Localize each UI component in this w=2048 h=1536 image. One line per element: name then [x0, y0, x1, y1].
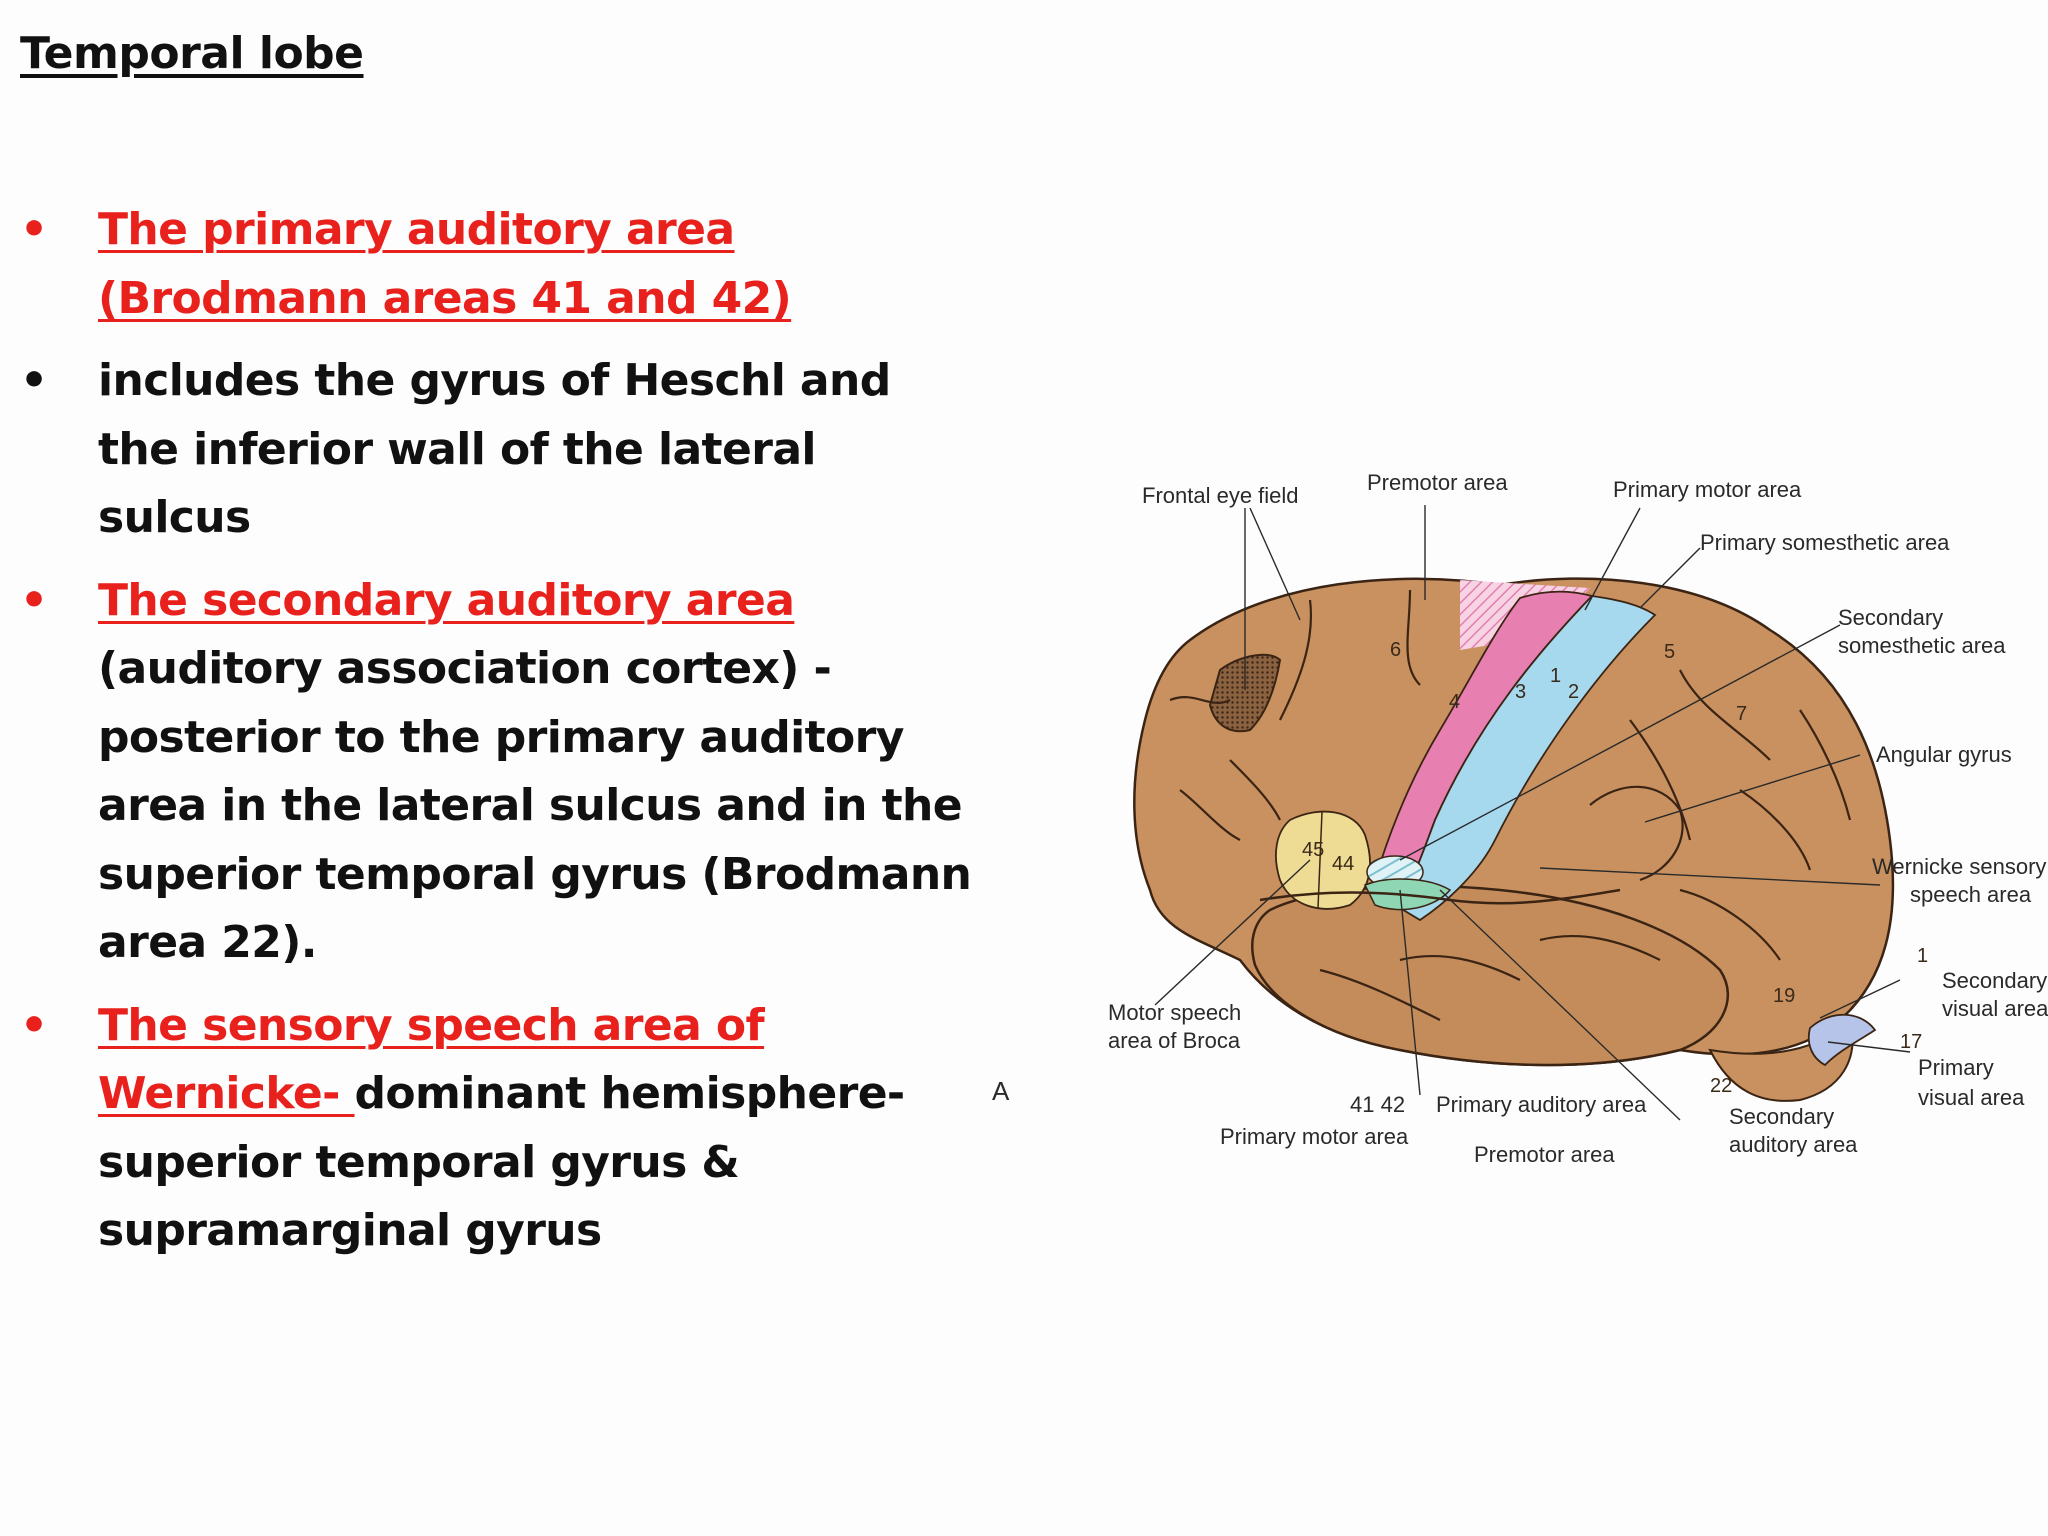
- label-angular-gyrus: Angular gyrus: [1876, 742, 2012, 767]
- area-number-45: 45: [1302, 839, 1324, 861]
- bullet-dot: •: [20, 574, 48, 626]
- bullet-dot: •: [20, 999, 48, 1051]
- area-number-19: 19: [1773, 985, 1795, 1007]
- area-number-4: 4: [1449, 691, 1460, 713]
- bullet-list: • The primary auditory area (Brodmann ar…: [20, 196, 980, 1280]
- area-number-1b: 1: [1917, 945, 1928, 967]
- label-primary-somesthetic-area: Primary somesthetic area: [1700, 530, 1950, 555]
- bullet-secondary-auditory: • The secondary auditory area (auditory …: [20, 567, 980, 978]
- bullet-heschl: • includes the gyrus of Heschl and the i…: [20, 347, 980, 553]
- label-secondary-visual-2: visual area: [1942, 996, 2048, 1021]
- broca-divider: [1317, 811, 1323, 909]
- brain-diagram-svg: 6 4 3 1 2 5 7 45 44 19 22 1 17 Frontal e…: [992, 470, 2048, 1167]
- label-figure-letter: A: [992, 1076, 1010, 1106]
- label-primary-auditory-area: Primary auditory area: [1436, 1092, 1647, 1117]
- bullet-heschl-text: includes the gyrus of Heschl and the inf…: [98, 355, 891, 543]
- label-wernicke-1: Wernicke sensory: [1872, 854, 2046, 879]
- label-secondary-somesthetic-1: Secondary: [1838, 605, 1943, 630]
- area-number-22: 22: [1710, 1075, 1732, 1097]
- area-number-3: 3: [1515, 681, 1526, 703]
- broca-area: [1275, 810, 1371, 910]
- leader-lines: [1154, 505, 1911, 1121]
- area-number-7: 7: [1736, 703, 1747, 725]
- bullet-primary-auditory-text: The primary auditory area (Brodmann area…: [98, 204, 792, 324]
- bullet-wernicke-text: dominant hemisphere- superior temporal g…: [98, 1068, 905, 1256]
- label-motor-speech-1: Motor speech: [1108, 1000, 1241, 1025]
- bullet-wernicke-prefix: The sensory speech area of: [98, 999, 765, 1051]
- area-number-2: 2: [1568, 681, 1579, 703]
- cerebellum-shape: [1708, 1018, 1854, 1102]
- label-primary-visual-2: visual area: [1918, 1085, 2025, 1110]
- label-41-42: 41 42: [1350, 1092, 1405, 1117]
- frontal-eye-field: [1208, 653, 1282, 733]
- slide-title: Temporal lobe: [20, 28, 364, 79]
- label-secondary-auditory-2: auditory area: [1729, 1132, 1858, 1157]
- bullet-wernicke-heading: Wernicke-: [98, 1068, 355, 1119]
- label-secondary-auditory-1: Secondary: [1729, 1104, 1834, 1129]
- bullet-secondary-auditory-heading: The secondary auditory area: [98, 574, 795, 626]
- label-secondary-visual-1: Secondary: [1942, 968, 2047, 993]
- label-motor-speech-2: area of Broca: [1108, 1028, 1241, 1053]
- brain-diagram: 6 4 3 1 2 5 7 45 44 19 22 1 17 Frontal e…: [980, 460, 2048, 1180]
- sulci: [1169, 589, 1852, 1021]
- bullet-dot: •: [20, 355, 48, 406]
- label-frontal-eye-field: Frontal eye field: [1142, 483, 1299, 508]
- bullet-wernicke: • The sensory speech area of Wernicke- d…: [20, 992, 980, 1266]
- area-number-17: 17: [1900, 1031, 1922, 1053]
- bullet-secondary-auditory-text: (auditory association cortex) - posterio…: [98, 643, 972, 968]
- label-primary-motor-area-bottom: Primary motor area: [1220, 1124, 1409, 1149]
- area-number-6: 6: [1390, 639, 1401, 661]
- bullet-primary-auditory: • The primary auditory area (Brodmann ar…: [20, 196, 980, 333]
- label-wernicke-2: speech area: [1910, 882, 2032, 907]
- label-premotor-area-top: Premotor area: [1367, 470, 1508, 495]
- label-primary-motor-area-top: Primary motor area: [1613, 477, 1802, 502]
- temporal-lobe-shape: [1251, 884, 1730, 1067]
- label-premotor-area-bottom: Premotor area: [1474, 1142, 1615, 1167]
- primary-visual-area: [1807, 1013, 1877, 1067]
- area-number-1: 1: [1550, 665, 1561, 687]
- label-primary-visual-1: Primary: [1918, 1055, 1994, 1080]
- bullet-dot: •: [20, 204, 48, 255]
- area-number-5: 5: [1664, 641, 1675, 663]
- somesthetic-strip: [1393, 595, 1657, 922]
- label-secondary-somesthetic-2: somesthetic area: [1838, 633, 2006, 658]
- area-number-44: 44: [1332, 853, 1354, 875]
